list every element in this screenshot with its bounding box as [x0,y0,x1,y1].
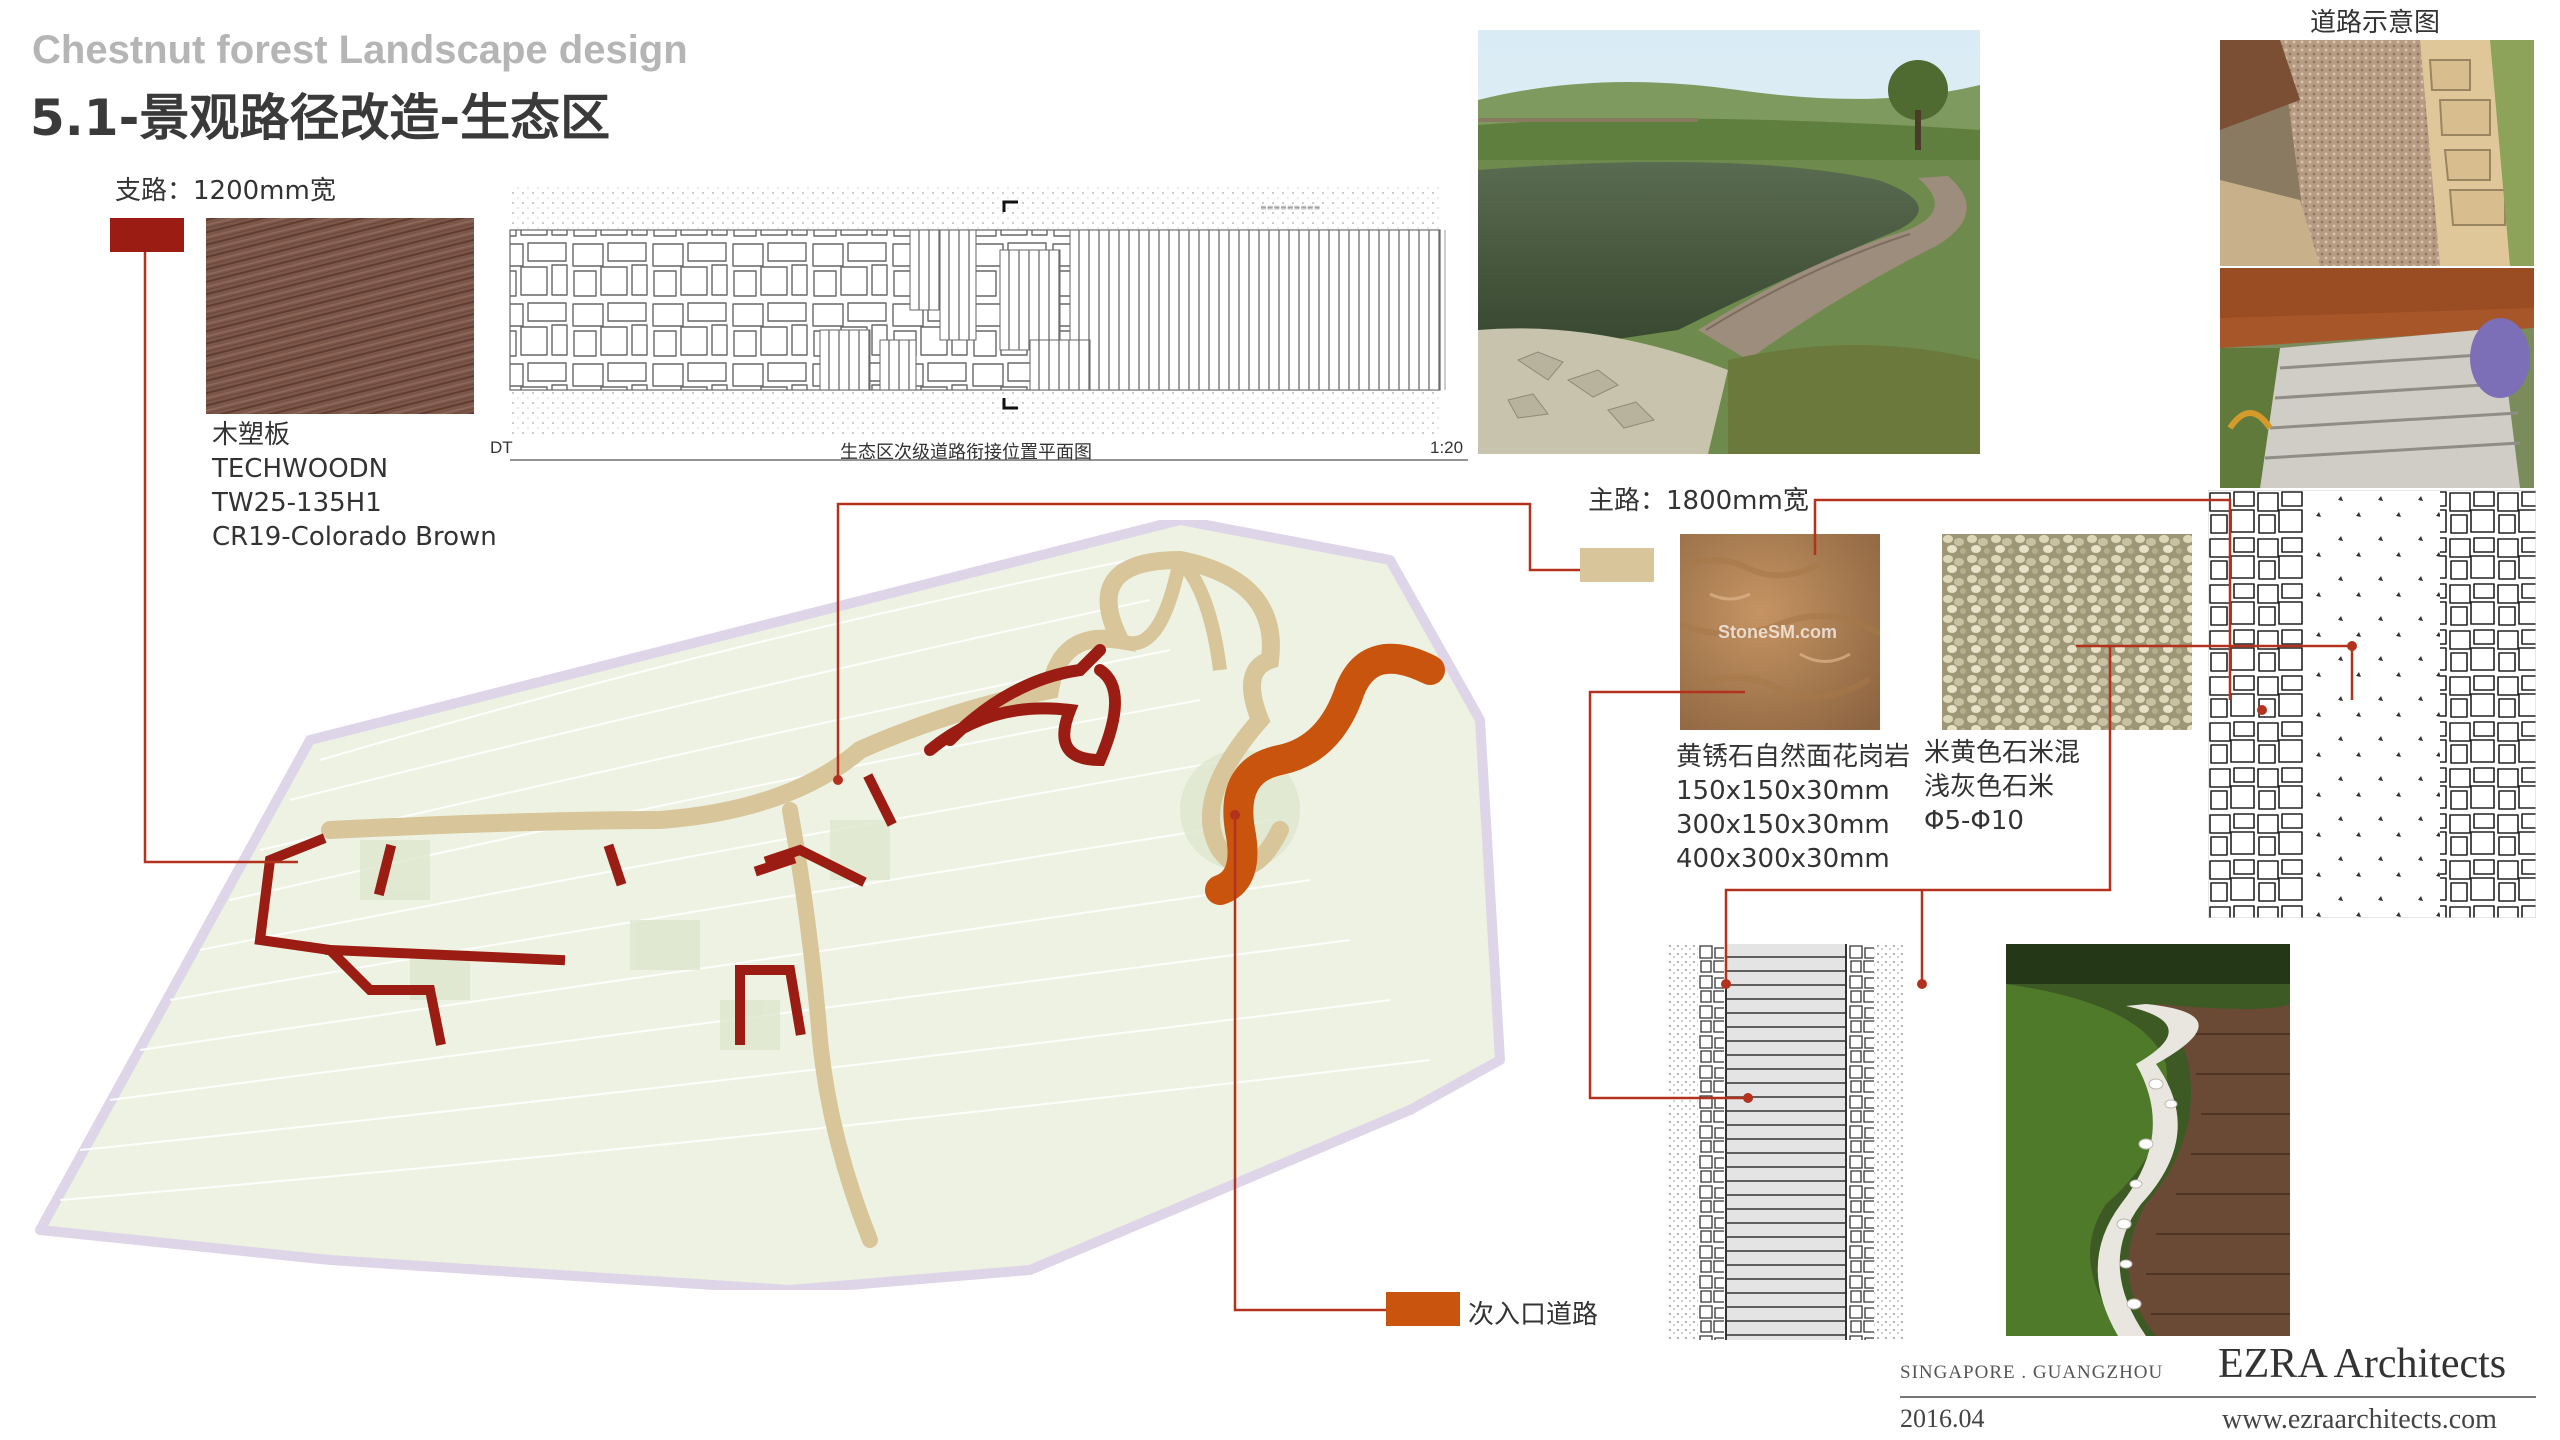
plan-scale: 1:20 [1430,438,1464,457]
secondary-entry-label: 次入口道路 [1468,1300,1599,1330]
corten-steps-photo [2220,268,2534,488]
footer-firm: EZRA Architects [2218,1341,2507,1387]
granite-watermark: StoneSM.com [1718,622,1838,642]
plan-caption: 生态区次级道路衔接位置平面图 [840,442,1092,463]
secondary-entry-swatch [1386,1292,1460,1326]
wpc-board-texture [206,218,474,414]
wpc-brand: TECHWOODN [212,454,389,484]
granite-size-2: 300x150x30mm [1676,810,1890,840]
granite-name: 黄锈石自然面花岗岩 [1676,742,1911,772]
footer-cities: SINGAPORE . GUANGZHOU [1900,1362,2164,1383]
branch-path-label: 支路：1200mm宽 [115,176,336,206]
granite-spec: 黄锈石自然面花岗岩 150x150x30mm 300x150x30mm 400x… [1676,740,1910,876]
main-path-label: 主路：1800mm宽 [1588,486,1809,516]
project-subtitle: Chestnut forest Landscape design [32,28,688,72]
gravel-path-plan-drawing [2208,490,2536,918]
granite-size-3: 400x300x30mm [1676,844,1890,874]
gravel-line-2: 浅灰色石米 [1924,772,2055,802]
granite-size-1: 150x150x30mm [1676,776,1890,806]
gravel-line-3: Φ5-Φ10 [1924,806,2024,836]
gravel-line-1: 米黄色石米混 [1924,738,2081,768]
svg-text:≡≡≡≡≡≡≡≡≡: ≡≡≡≡≡≡≡≡≡ [1260,203,1320,212]
gravel-texture [1942,534,2192,730]
pond-boardwalk-photo [1478,30,1980,454]
wpc-model: TW25-135H1 [212,488,382,518]
boardwalk-plan-drawing [1668,944,1904,1340]
gravel-spec: 米黄色石米混 浅灰色石米 Φ5-Φ10 [1924,736,2080,838]
footer-url: www.ezraarchitects.com [2222,1404,2497,1435]
stone-gravel-path-photo [2220,40,2534,266]
page-title: 5.1-景观路径改造-生态区 [30,89,611,147]
junction-plan-drawing: ≡≡≡≡≡≡≡≡≡ DT 生态区次级道路衔接位置平面图 1:20 [490,180,1480,465]
footer-date: 2016.04 [1900,1404,1985,1433]
curved-boardwalk-photo [2006,944,2290,1336]
footer-divider [1900,1396,2536,1398]
granite-texture: StoneSM.com [1680,534,1880,730]
wpc-material-name: 木塑板 [212,420,291,450]
branch-path-swatch [110,218,184,252]
reference-title: 道路示意图 [2310,8,2441,38]
main-path-swatch [1580,548,1654,582]
site-plan-map [30,520,1530,1290]
plan-left-label: DT [490,438,513,457]
